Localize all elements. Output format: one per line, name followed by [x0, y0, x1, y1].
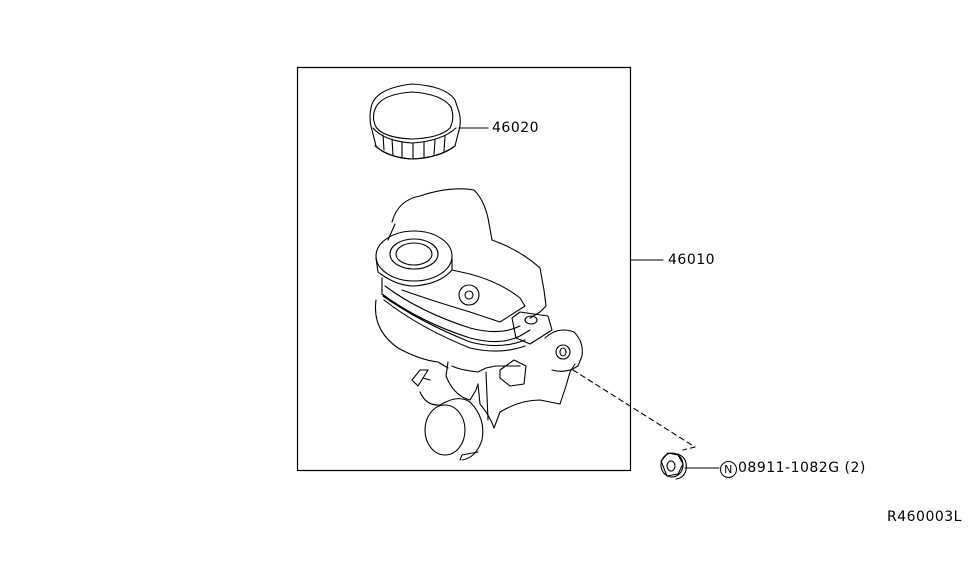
flange-nut-drawing — [660, 452, 687, 480]
nut-part-number: 08911-1082G — [738, 460, 840, 476]
diagram-code: R460003L — [887, 509, 962, 525]
nut-quantity: (2) — [844, 460, 866, 476]
part-label-46010: 46010 — [668, 252, 716, 268]
part-label-46020: 46020 — [492, 120, 540, 136]
master-cylinder-drawing — [374, 188, 583, 461]
assembly-dashed-line — [572, 369, 696, 451]
n-symbol-icon: N — [720, 461, 737, 478]
reservoir-cap-drawing — [369, 83, 461, 160]
assembly-frame — [296, 66, 632, 472]
